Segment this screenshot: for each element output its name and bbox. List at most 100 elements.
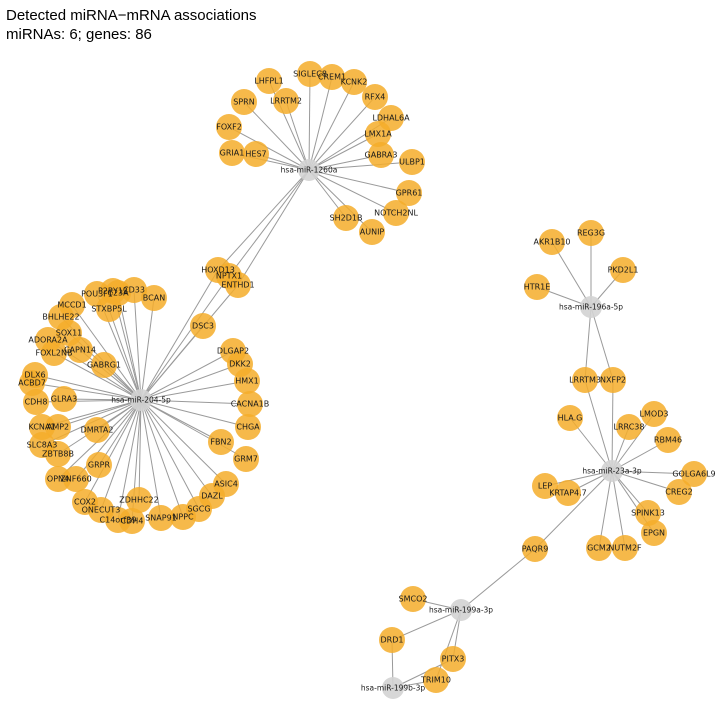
gene-label-nptx1: NPTX1 [216, 272, 242, 281]
gene-label-epgn: EPGN [643, 529, 665, 538]
gene-label-gpr61: GPR61 [396, 189, 423, 198]
gene-node-zbtb8b [45, 441, 71, 467]
gene-label-paqr9: PAQR9 [522, 545, 549, 554]
gene-label-pitx3: PITX3 [442, 655, 465, 664]
gene-node-rbm46 [655, 427, 681, 453]
edge-notch2nl-m1260a [308, 169, 397, 214]
gene-label-creg2: CREG2 [665, 488, 693, 497]
gene-node-gcm2 [586, 535, 612, 561]
edge-cd33-m204 [133, 289, 142, 401]
gene-node-dsc3 [190, 313, 216, 339]
edge-sprn-m1260a [243, 101, 310, 171]
mirna-node-hsa-mir-1260a [298, 159, 320, 181]
edge-dazl-m204 [140, 399, 213, 497]
gene-label-pou3f1: POU3F1 [81, 290, 113, 299]
gene-node-pkd2l1 [610, 257, 636, 283]
gene-node-lmx1a [365, 121, 391, 147]
gene-node-snap91 [148, 505, 174, 531]
gene-label-crem1: CREM1 [318, 73, 346, 82]
gene-label-glra3: GLRA3 [51, 395, 77, 404]
gene-node-lmod3 [641, 401, 667, 427]
gene-node-hla-g [557, 405, 583, 431]
gene-label-lrrtm2: LRRTM2 [270, 97, 302, 106]
gene-label-dlgap2: DLGAP2 [217, 347, 249, 356]
gene-label-hoxd13: HOXD13 [201, 266, 235, 275]
mirna-node-hsa-mir-23a-3p [601, 460, 623, 482]
gene-label-fbn2: FBN2 [210, 438, 231, 447]
edge-cox2-m204 [84, 399, 142, 503]
gene-node-drd1 [379, 627, 405, 653]
gene-node-amp2 [45, 414, 71, 440]
gene-label-lep: LEP [538, 482, 553, 491]
edge-nxfp2-m23a [611, 379, 614, 472]
gene-node-zdhhc22 [126, 487, 152, 513]
gene-node-paqr9 [522, 536, 548, 562]
gene-label-sgcg: SGCG [187, 505, 210, 514]
edge-snap91-m204 [140, 399, 162, 519]
edge-onecut3-m204 [100, 399, 142, 511]
gene-label-zbtb8b: ZBTB8B [42, 450, 74, 459]
edge-gpr61-m1260a [308, 169, 410, 194]
gene-node-grpr [86, 452, 112, 478]
gene-node-grm7 [233, 446, 259, 472]
gene-node-siglec8 [297, 61, 323, 87]
gene-label-mccd1: MCCD1 [57, 301, 86, 310]
gene-label-nxfp2: NXFP2 [600, 376, 626, 385]
edge-zdhhc22-m204 [138, 399, 142, 501]
gene-label-snap91: SNAP91 [145, 514, 177, 523]
gene-node-bcan [141, 285, 167, 311]
gene-label-ldhal6a: LDHAL6A [372, 114, 410, 123]
mirna-label-hsa-mir-196a-5p: hsa-miR-196a-5p [559, 303, 623, 312]
gene-node-cacna1b [237, 391, 263, 417]
gene-node-gabra3 [368, 142, 394, 168]
gene-label-cdh8: CDH8 [25, 398, 48, 407]
gene-label-adora2a: ADORA2A [28, 336, 68, 345]
gene-node-golga6l9 [681, 461, 707, 487]
title-line-2: miRNAs: 6; genes: 86 [6, 26, 152, 43]
gene-node-smco2 [400, 586, 426, 612]
gene-label-foxf2: FOXF2 [216, 123, 242, 132]
edge-rfx4-m1260a [308, 96, 376, 171]
gene-label-lmx1a: LMX1A [364, 130, 392, 139]
gene-label-bhlhe22: BHLHE22 [42, 313, 79, 322]
gene-node-creg2 [666, 479, 692, 505]
edge-gcm2-m23a [598, 470, 613, 549]
figure-title: Detected miRNA−mRNA associations miRNAs:… [6, 6, 257, 44]
edge-c14orf39-m204 [117, 399, 142, 521]
gene-node-aunip [359, 219, 385, 245]
edge-nptx1-m204 [140, 275, 230, 401]
gene-label-kcna1: KCNA1 [29, 423, 56, 432]
gene-node-foxl2nb [41, 340, 67, 366]
title-line-1: Detected miRNA−mRNA associations [6, 7, 257, 24]
gene-label-enthd1: ENTHD1 [221, 281, 254, 290]
gene-node-lep [532, 473, 558, 499]
gene-label-asic4: ASIC4 [214, 480, 238, 489]
gene-label-cox2: COX2 [74, 498, 96, 507]
gene-node-gabrg1 [91, 352, 117, 378]
gene-label-htr1e: HTR1E [524, 283, 551, 292]
edge-kcnk2-m1260a [308, 81, 355, 171]
edge-paqr9-m23a [534, 470, 613, 550]
mirna-node-hsa-mir-204-5p [130, 389, 152, 411]
mirna-node-hsa-mir-199a-3p [450, 599, 472, 621]
gene-label-c23a: C23A [107, 289, 129, 298]
gene-label-stxbp5l: STXBP5L [91, 305, 127, 314]
gene-node-nppc [170, 504, 196, 530]
gene-label-gabrg1: GABRG1 [87, 361, 121, 370]
gene-node-fbn2 [208, 429, 234, 455]
gene-node-capn14 [67, 337, 93, 363]
gene-node-sh2d1b [333, 205, 359, 231]
gene-label-amp2: AMP2 [47, 423, 69, 432]
gene-label-pkd2l1: PKD2L1 [608, 266, 639, 275]
gene-label-nutm2f: NUTM2F [608, 544, 642, 553]
gene-node-spink13 [635, 500, 661, 526]
gene-label-notch2nl: NOTCH2NL [374, 209, 418, 218]
gene-label-slc8a3: SLC8A3 [27, 441, 58, 450]
gene-node-sprn [231, 89, 257, 115]
edge-dlx6-m204 [34, 374, 142, 401]
gene-label-gcm2: GCM2 [587, 544, 611, 553]
gene-label-grpr: GRPR [88, 461, 111, 470]
edge-hoxd13-m1260a [217, 169, 310, 271]
edge-foxf2-m1260a [228, 126, 310, 171]
edge-nptx1-m1260a [228, 169, 310, 277]
